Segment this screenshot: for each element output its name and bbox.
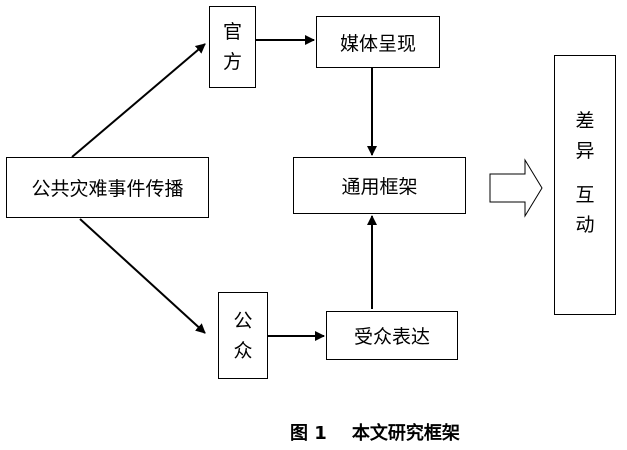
node-media-label: 媒体呈现 <box>339 32 416 55</box>
arrow-source-to-public <box>79 218 206 334</box>
node-audience: 受众表达 <box>326 311 458 360</box>
figure-number: 图 1 <box>290 423 327 444</box>
node-source: 公共灾难事件传播 <box>6 157 209 218</box>
block-arrow-to-diff <box>489 158 543 218</box>
node-public-char-1: 公 <box>233 309 253 332</box>
node-media: 媒体呈现 <box>316 16 440 68</box>
node-diff-char-3: 互 <box>575 184 595 206</box>
node-official: 官 方 <box>209 6 256 88</box>
node-official-char-2: 方 <box>222 51 242 73</box>
node-diff-char-2: 异 <box>575 140 595 162</box>
node-public: 公 众 <box>218 292 268 379</box>
node-public-char-2: 众 <box>233 339 253 362</box>
arrow-source-to-official <box>71 43 206 158</box>
node-diff: 差 异 互 动 <box>554 55 616 315</box>
node-general: 通用框架 <box>293 157 466 214</box>
figure-caption: 图 1 本文研究框架 <box>290 419 460 445</box>
node-source-label: 公共灾难事件传播 <box>31 178 184 200</box>
node-general-label: 通用框架 <box>341 176 418 198</box>
node-audience-label: 受众表达 <box>353 326 430 348</box>
figure-title: 本文研究框架 <box>351 423 460 444</box>
node-diff-char-4: 动 <box>575 214 595 236</box>
node-official-char-1: 官 <box>222 21 242 43</box>
node-diff-char-1: 差 <box>575 110 595 132</box>
